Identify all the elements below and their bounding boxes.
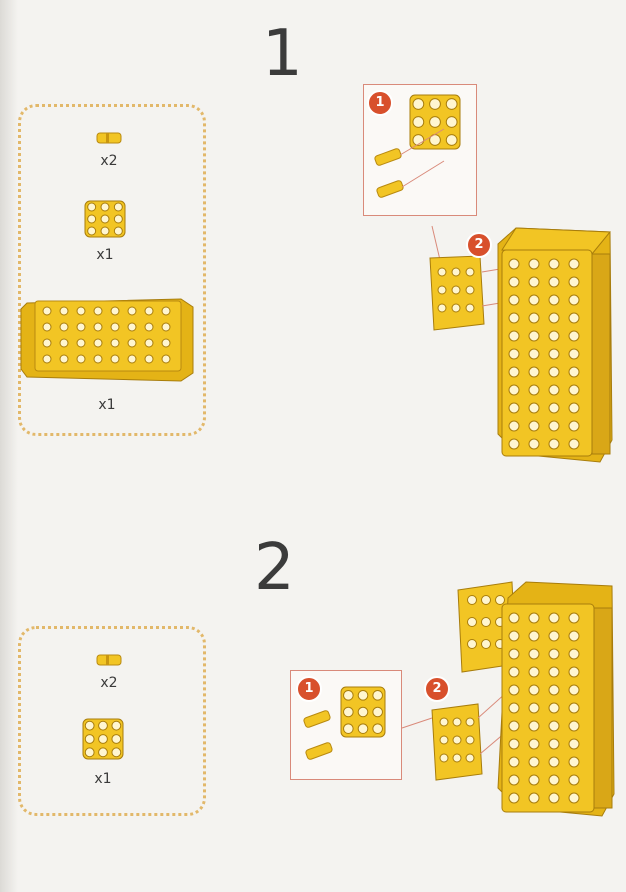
part-quantity: x1 bbox=[85, 247, 125, 263]
step2-assembly-diagram bbox=[398, 578, 626, 838]
plate-3x3-icon bbox=[339, 685, 387, 739]
connector-pin-icon bbox=[96, 653, 122, 667]
callout-number-badge: 1 bbox=[367, 90, 393, 116]
large-brick-icon bbox=[21, 293, 197, 383]
connector-pin-icon bbox=[305, 743, 335, 759]
part-quantity: x1 bbox=[83, 771, 123, 787]
parts-panel: x2 x1 x1 bbox=[18, 104, 206, 436]
part-quantity: x2 bbox=[89, 675, 129, 691]
callout-number-badge: 1 bbox=[296, 676, 322, 702]
step-number: 1 bbox=[262, 22, 303, 86]
step-number: 2 bbox=[254, 536, 295, 600]
plate-3x3-icon bbox=[83, 199, 127, 239]
plate-3x3-icon bbox=[81, 717, 125, 761]
callout-number-badge: 2 bbox=[466, 232, 492, 258]
part-quantity: x1 bbox=[87, 397, 127, 413]
parts-panel: x2 x1 bbox=[18, 626, 206, 816]
step1-assembly-diagram bbox=[420, 214, 626, 474]
callout-number-badge: 2 bbox=[424, 676, 450, 702]
part-quantity: x2 bbox=[89, 153, 129, 169]
connector-pin-icon bbox=[303, 711, 333, 727]
page-binding-shadow bbox=[0, 0, 18, 892]
connector-pin-icon bbox=[96, 131, 122, 145]
